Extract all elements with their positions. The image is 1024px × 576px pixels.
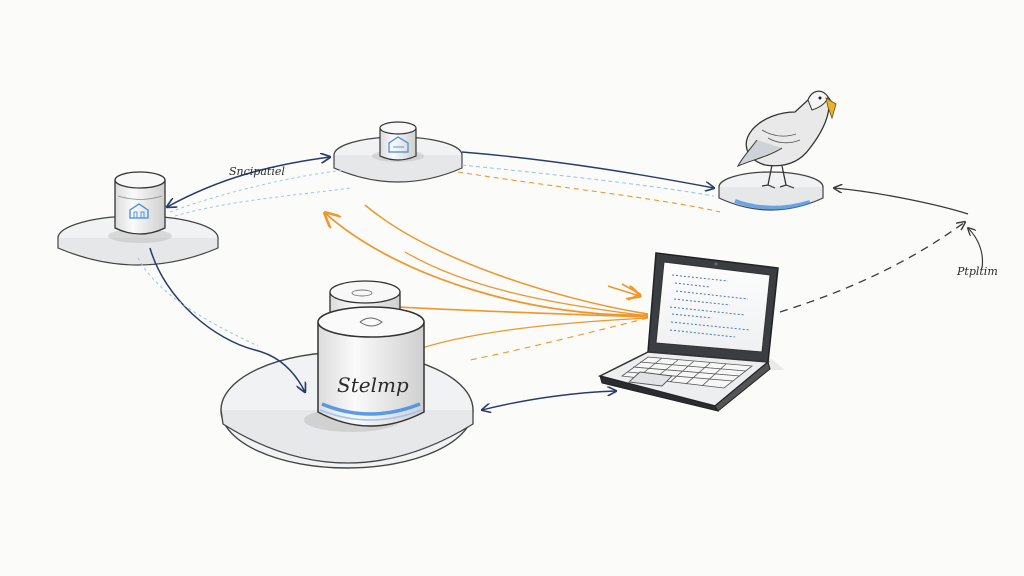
connector-laptop-right [779, 222, 965, 313]
connector-left-main [137, 247, 305, 392]
code-lines [669, 274, 751, 338]
building-icon [129, 203, 149, 219]
top-database [379, 121, 417, 161]
main-drum-label: Stelmp [337, 373, 409, 397]
laptop-icon [597, 252, 785, 412]
edge-label-left-top: Sncipatiel [229, 165, 285, 178]
right-note-label: Ptpltim [956, 265, 998, 278]
connector-top-bird [457, 151, 721, 213]
connector-left-dashed-top [174, 187, 351, 217]
connector-left-top [167, 157, 346, 213]
main-database: Stelmp [317, 280, 425, 427]
bird-platform [718, 171, 824, 211]
building-icon [388, 136, 409, 153]
left-platform [57, 215, 219, 266]
orange-flows [325, 204, 649, 361]
connector-right-bird [834, 188, 984, 269]
seagull-icon [736, 90, 837, 189]
left-database [114, 171, 166, 235]
connector-main-laptop [482, 391, 616, 410]
